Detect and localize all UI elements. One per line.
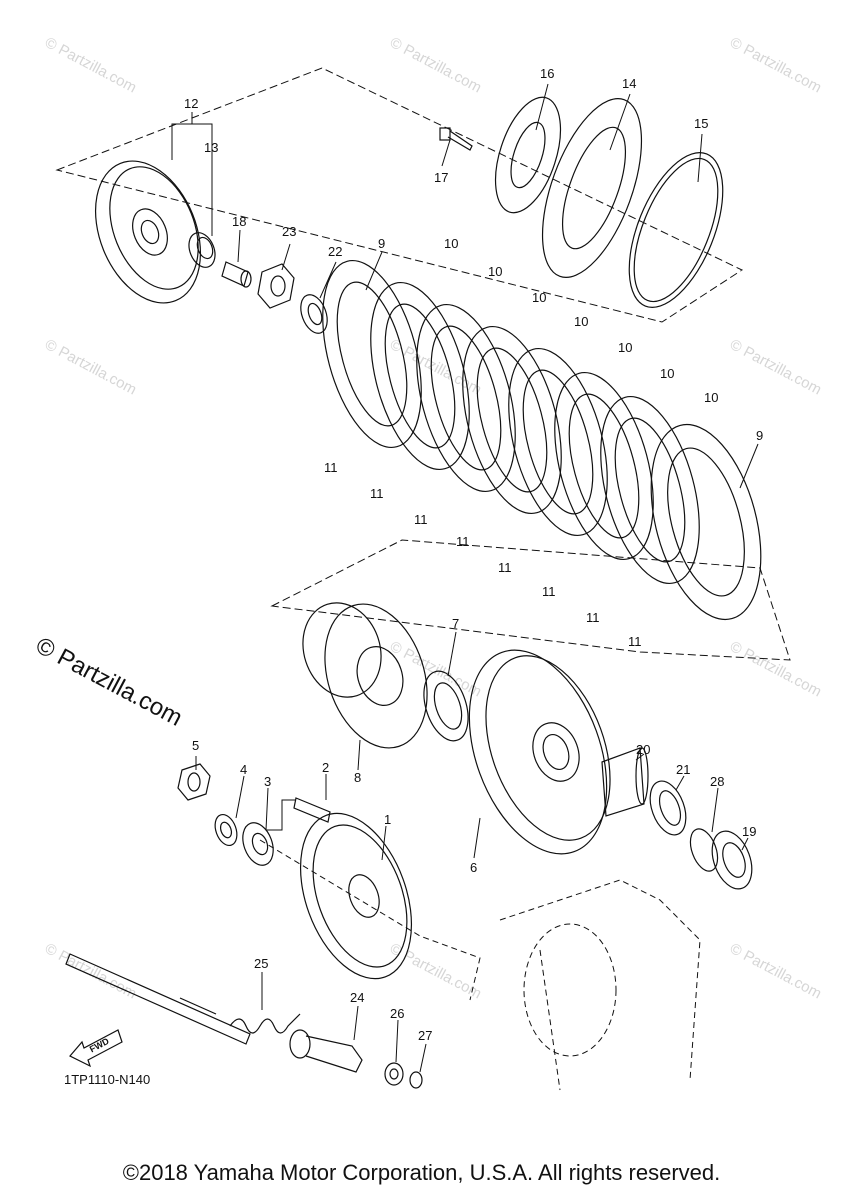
callout-labels: 12 13 16 14 15 17 18 23 22 9 10 10 10 10… — [88, 66, 763, 1054]
callout-9b: 9 — [756, 428, 763, 443]
clutch-housing — [468, 649, 611, 855]
washer — [384, 1062, 404, 1086]
callout-21: 21 — [676, 762, 690, 777]
spacer — [601, 747, 649, 817]
callout-3: 3 — [264, 774, 271, 789]
callout-15: 15 — [694, 116, 708, 131]
push-lever-shaft — [65, 953, 251, 1045]
callout-23: 23 — [282, 224, 296, 239]
callout-10c: 10 — [532, 290, 546, 305]
callout-25: 25 — [254, 956, 268, 971]
callout-11g: 11 — [586, 610, 600, 625]
assembly-frame-top — [55, 67, 744, 323]
nut — [257, 263, 295, 309]
clutch-boss — [302, 602, 428, 749]
collar — [711, 830, 753, 890]
copyright-notice: ©2018 Yamaha Motor Corporation, U.S.A. A… — [122, 1160, 721, 1185]
callout-20: 20 — [636, 742, 650, 757]
callout-11e: 11 — [498, 560, 512, 575]
callout-8: 8 — [354, 770, 361, 785]
callout-10f: 10 — [660, 366, 674, 381]
circlip — [409, 1071, 423, 1089]
callout-7: 7 — [452, 616, 459, 631]
callout-10d: 10 — [574, 314, 588, 329]
primary-drive-gear — [299, 812, 413, 980]
callout-10a: 10 — [444, 236, 458, 251]
callout-28: 28 — [710, 774, 724, 789]
callout-5: 5 — [192, 738, 199, 753]
callout-11c: 11 — [414, 512, 428, 527]
gear-boss — [242, 822, 274, 866]
callout-24: 24 — [350, 990, 364, 1005]
callout-9a: 9 — [378, 236, 385, 251]
diagram-code: 1TP1110-N140 — [64, 1072, 151, 1087]
callout-11d: 11 — [456, 534, 470, 549]
spring-plate — [541, 98, 643, 278]
callout-27: 27 — [418, 1028, 432, 1043]
needle-bearing — [649, 780, 687, 836]
push-rod — [221, 261, 252, 288]
clutch-plate-stack — [322, 259, 762, 621]
callout-17: 17 — [434, 170, 448, 185]
assembly-frame-middle — [270, 539, 791, 661]
callout-11f: 11 — [542, 584, 556, 599]
callout-16: 16 — [540, 66, 554, 81]
callout-12: 12 — [184, 96, 198, 111]
callout-13: 13 — [204, 140, 218, 155]
lock-washer — [214, 813, 238, 847]
return-spring — [229, 1013, 301, 1034]
pressure-plate — [94, 160, 202, 304]
callout-10b: 10 — [488, 264, 502, 279]
key — [293, 797, 331, 823]
crankshaft-outline — [259, 839, 701, 1091]
push-lever — [289, 1029, 363, 1073]
callout-1: 1 — [384, 812, 391, 827]
callout-18: 18 — [232, 214, 246, 229]
washer — [300, 294, 328, 334]
callout-19: 19 — [742, 824, 756, 839]
callout-26: 26 — [390, 1006, 404, 1021]
callout-4: 4 — [240, 762, 247, 777]
plate — [494, 96, 562, 214]
bearing — [188, 232, 216, 268]
thrust-washer — [423, 670, 469, 742]
callout-11a: 11 — [324, 460, 338, 475]
fwd-arrow-icon — [69, 1029, 123, 1068]
leader-lines — [171, 83, 759, 1073]
callout-22: 22 — [328, 244, 342, 259]
bolt — [439, 127, 473, 151]
callout-6: 6 — [470, 860, 477, 875]
callout-11b: 11 — [370, 486, 384, 501]
callout-10e: 10 — [618, 340, 632, 355]
callout-2: 2 — [322, 760, 329, 775]
callout-11h: 11 — [628, 634, 642, 649]
circlip — [628, 152, 724, 308]
nut — [177, 763, 211, 801]
callout-14: 14 — [622, 76, 636, 91]
callout-10g: 10 — [704, 390, 718, 405]
washer — [689, 828, 719, 872]
